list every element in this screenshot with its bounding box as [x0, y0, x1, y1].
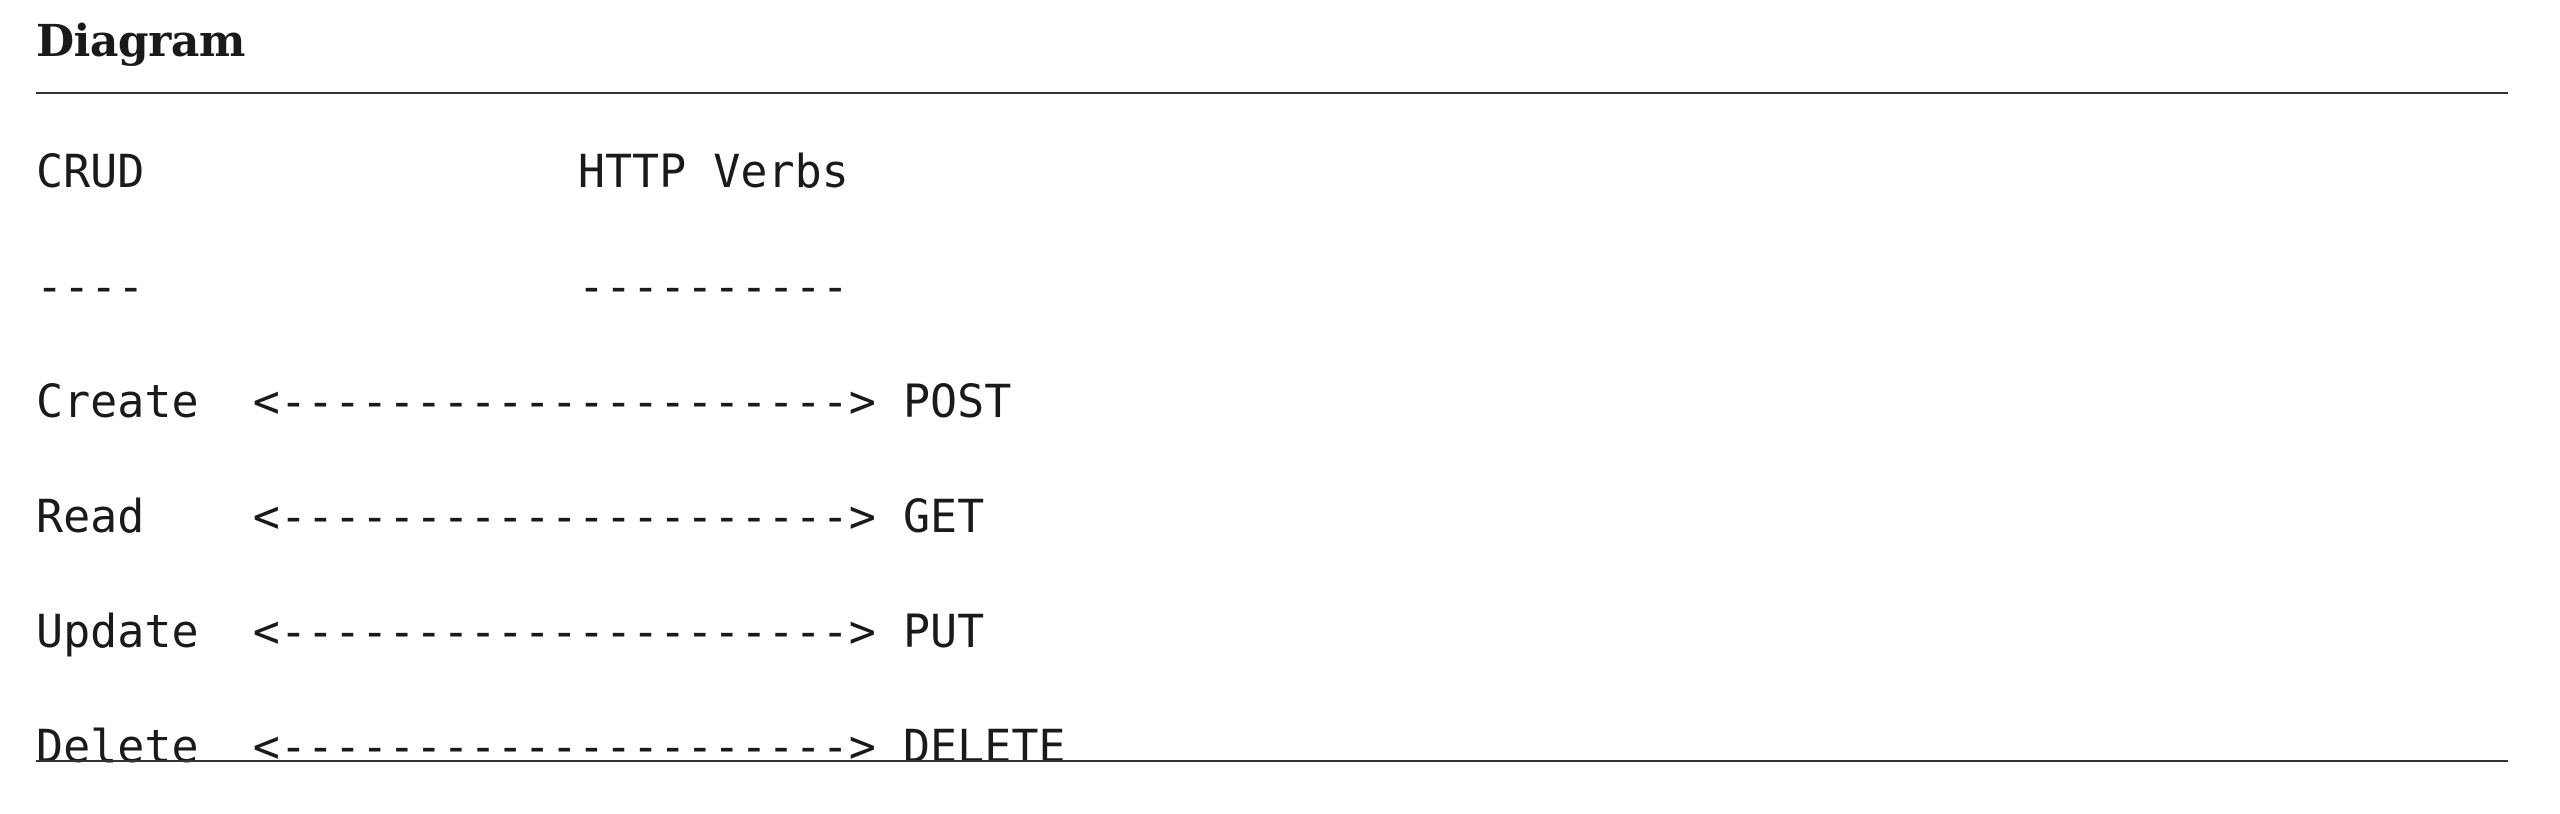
crud-http-diagram: CRUD HTTP Verbs ---- ---------- Create <--…	[36, 114, 1066, 804]
diagram-line-update: Update <---------------------> PUT	[36, 605, 985, 658]
top-rule	[36, 92, 2508, 94]
diagram-line-header: CRUD HTTP Verbs	[36, 145, 849, 198]
diagram-line-delete: Delete <---------------------> DELETE	[36, 720, 1066, 773]
section-title: Diagram	[36, 16, 245, 67]
bottom-rule	[36, 760, 2508, 762]
diagram-line-read: Read <---------------------> GET	[36, 490, 985, 543]
diagram-line-create: Create <---------------------> POST	[36, 375, 1012, 428]
diagram-line-underline: ---- ----------	[36, 260, 849, 313]
